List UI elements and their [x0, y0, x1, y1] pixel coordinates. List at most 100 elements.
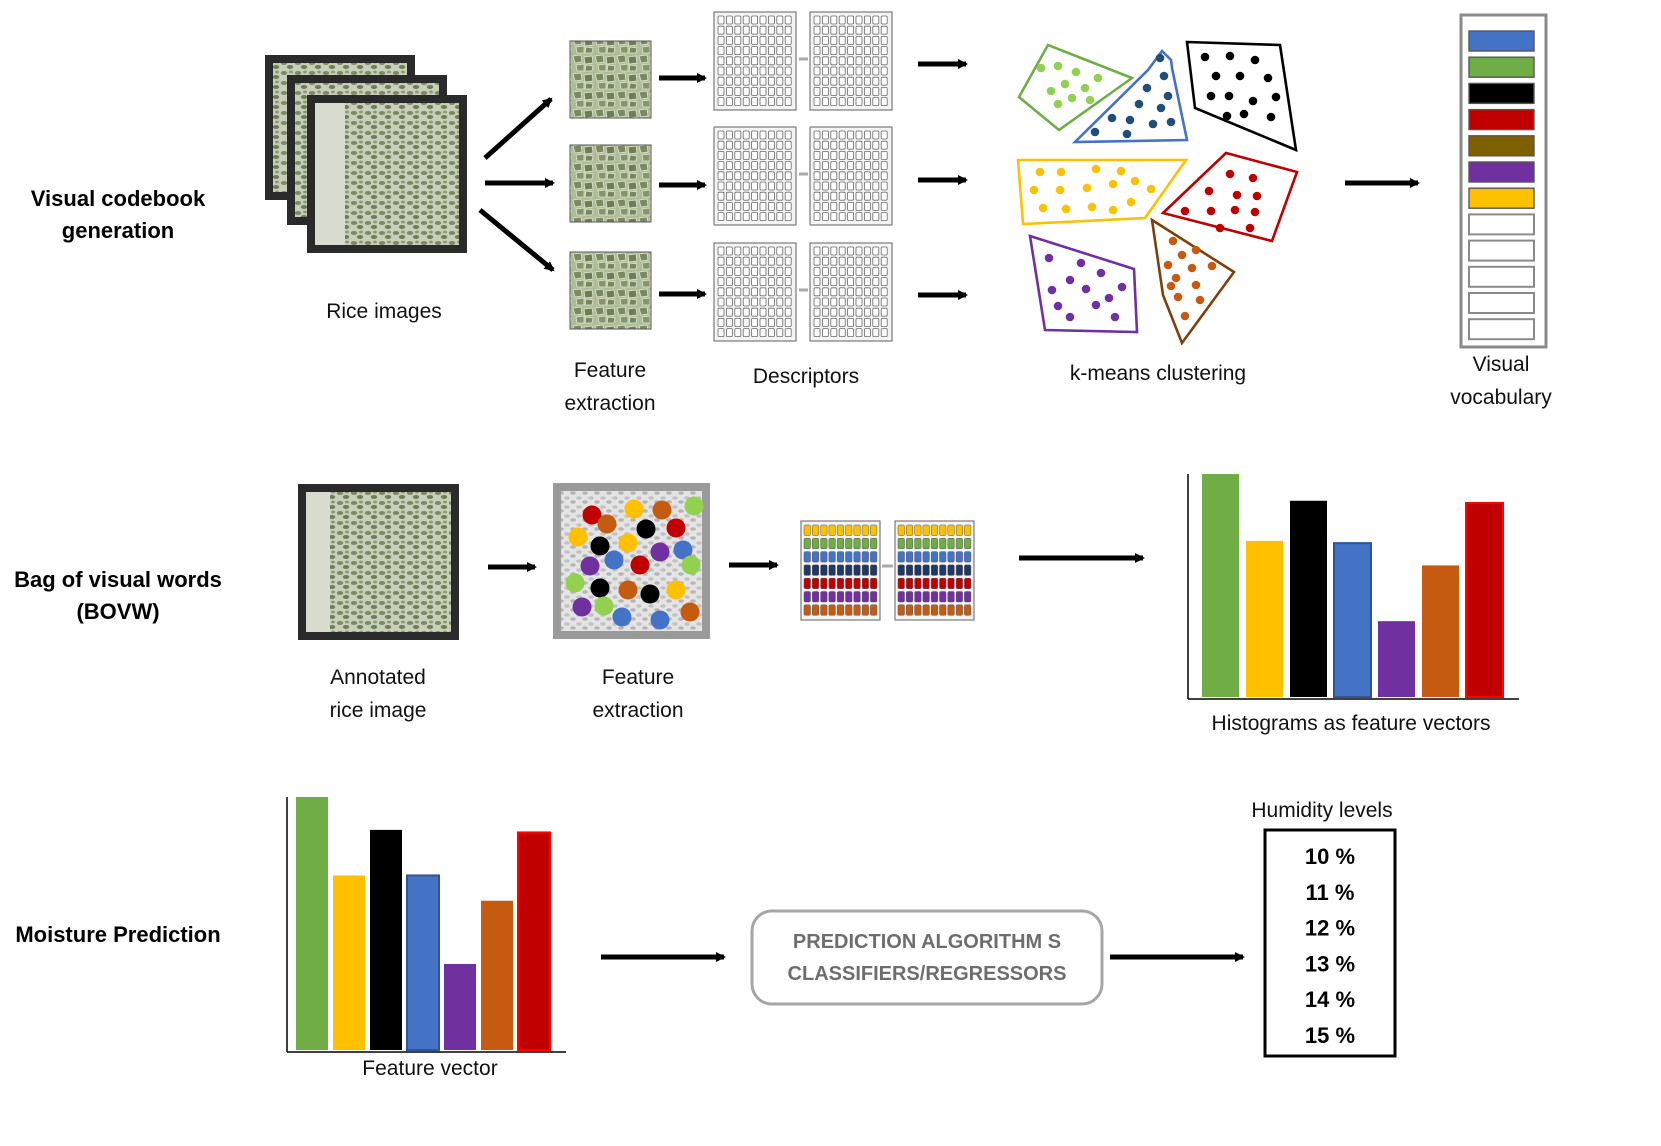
- feature-dot: [640, 584, 660, 604]
- caption-rice-images: Rice images: [326, 300, 442, 323]
- algorithm-line-1: PREDICTION ALGORITHM S: [793, 931, 1061, 953]
- cluster: [1016, 158, 1189, 226]
- cluster-point: [1206, 206, 1216, 216]
- cluster-point: [1148, 119, 1158, 129]
- cluster-point: [1126, 197, 1136, 207]
- cluster-point: [1173, 292, 1183, 302]
- humidity-level: 14 %: [1305, 987, 1355, 1012]
- vocabulary-empty-slot: [1468, 292, 1535, 314]
- caption-feature-extraction-bovw-2: extraction: [592, 699, 683, 722]
- cluster-point: [1091, 164, 1101, 174]
- cluster: [1071, 49, 1189, 144]
- vocabulary-word: [1468, 161, 1535, 183]
- feature-dot: [568, 527, 588, 547]
- cluster-point: [1053, 99, 1063, 109]
- caption-feature-vector: Feature vector: [362, 1057, 497, 1080]
- colored-descriptors: [800, 520, 975, 621]
- cluster-point: [1200, 52, 1210, 62]
- cluster-point: [1029, 185, 1039, 195]
- stage-label-codebook-2: generation: [62, 218, 174, 243]
- cluster-point: [1171, 273, 1181, 283]
- descriptors-group: [713, 11, 893, 342]
- cluster-outline: [1071, 49, 1189, 144]
- cluster-point: [1250, 55, 1260, 65]
- cluster-point: [1080, 83, 1090, 93]
- humidity-level: 13 %: [1305, 951, 1355, 976]
- caption-feature-extraction-2: extraction: [564, 392, 655, 415]
- feature-dot: [630, 555, 650, 575]
- feature-dot: [650, 542, 670, 562]
- humidity-level: 15 %: [1305, 1023, 1355, 1048]
- cluster-point: [1252, 191, 1262, 201]
- bar-orange: [1422, 565, 1459, 697]
- feature-vector-chart: [286, 797, 566, 1053]
- cluster-point: [1271, 92, 1281, 102]
- cluster-point: [1191, 280, 1201, 290]
- humidity-level: 10 %: [1305, 844, 1355, 869]
- cluster-point: [1067, 93, 1077, 103]
- bar-red: [517, 831, 551, 1051]
- feature-dot: [572, 597, 592, 617]
- algorithm-line-2: CLASSIFIERS/REGRESSORS: [788, 963, 1067, 985]
- annotated-feature-patch: [553, 483, 710, 639]
- bar-purple: [444, 963, 476, 1050]
- caption-annotated-1: Annotated: [330, 666, 426, 689]
- cluster-point: [1046, 86, 1056, 96]
- colored-descriptor-grid: [894, 520, 975, 621]
- bar-orange: [481, 900, 513, 1050]
- feature-dot: [684, 496, 704, 516]
- cluster-point: [1036, 63, 1046, 73]
- cluster-point: [1235, 71, 1245, 81]
- cluster-point: [1108, 205, 1118, 215]
- rice-images-stack: [265, 55, 467, 253]
- arrow-fan-up: [483, 97, 553, 160]
- cluster-point: [1177, 250, 1187, 260]
- cluster-point: [1065, 275, 1075, 285]
- humidity-level: 11 %: [1306, 880, 1355, 905]
- cluster-point: [1239, 109, 1249, 119]
- stage-label-prediction: Moisture Prediction: [15, 922, 220, 947]
- cluster-point: [1044, 253, 1054, 263]
- bar-yellow: [1246, 540, 1283, 697]
- cluster-point: [1071, 67, 1081, 77]
- stage-label-bovw-2: (BOVW): [76, 599, 159, 624]
- cluster-point: [1206, 91, 1216, 101]
- cluster-point: [1038, 203, 1048, 213]
- feature-dot: [681, 555, 701, 575]
- caption-histograms: Histograms as feature vectors: [1212, 712, 1491, 735]
- feature-dot: [618, 533, 638, 553]
- bar-green: [296, 797, 328, 1050]
- cluster-point: [1191, 245, 1201, 255]
- cluster-point: [1110, 312, 1120, 322]
- cluster: [1150, 217, 1236, 346]
- feature-dot: [624, 499, 644, 519]
- feature-dot: [565, 573, 585, 593]
- feature-dot: [650, 610, 670, 630]
- cluster-point: [1207, 261, 1217, 271]
- cluster-point: [1230, 205, 1240, 215]
- cluster-point: [1250, 207, 1260, 217]
- vocabulary-slots: [1468, 30, 1535, 341]
- cluster-point: [1047, 285, 1057, 295]
- bar-blue: [1333, 542, 1372, 698]
- cluster-point: [1085, 95, 1095, 105]
- annotated-rice-image: [298, 484, 459, 640]
- cluster-point: [1035, 167, 1045, 177]
- cluster-point: [1225, 169, 1235, 179]
- cluster-point: [1122, 129, 1132, 139]
- feature-dot: [590, 578, 610, 598]
- bar-purple: [1378, 621, 1415, 697]
- cluster-point: [1076, 258, 1086, 268]
- bar-blue: [406, 874, 440, 1051]
- kmeans-clusters: [1016, 40, 1299, 346]
- vocabulary-word: [1468, 82, 1535, 105]
- feature-dot: [673, 540, 693, 560]
- cluster-point: [1163, 91, 1173, 101]
- cluster-outline: [1017, 43, 1135, 132]
- cluster: [1185, 40, 1298, 153]
- feature-dot: [652, 500, 672, 520]
- vocabulary-empty-slot: [1468, 265, 1535, 288]
- algorithm-box: [750, 909, 1104, 1006]
- vocabulary-empty-slot: [1468, 318, 1535, 341]
- cluster-point: [1082, 183, 1092, 193]
